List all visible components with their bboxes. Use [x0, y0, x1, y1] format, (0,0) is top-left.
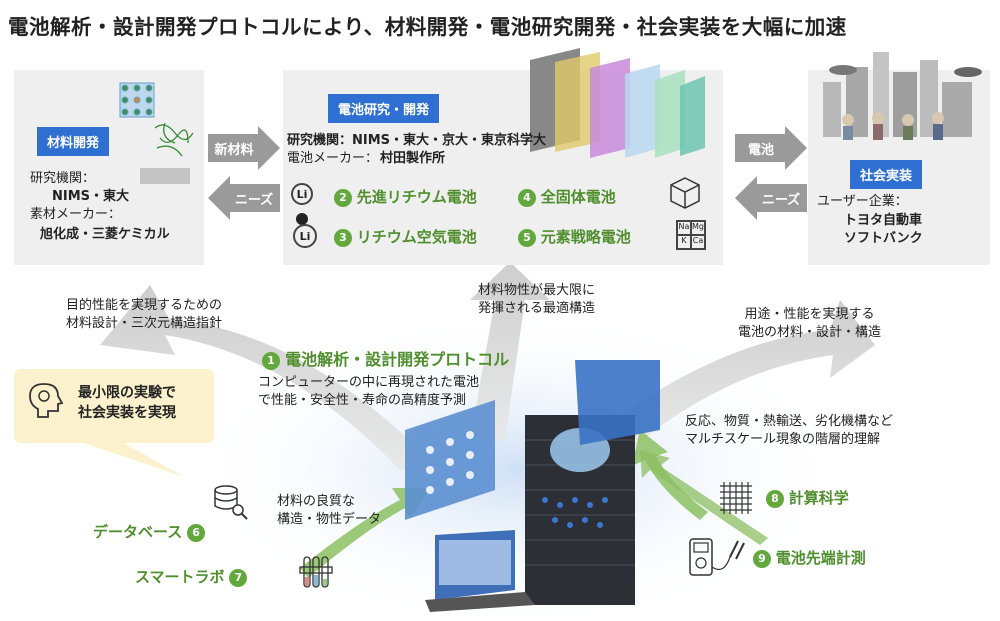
solid-state-cube-icon	[670, 177, 700, 209]
smart-lab-test-tubes-icon	[299, 556, 333, 588]
tool-computational-science: 8 計算科学	[766, 487, 849, 508]
battery-item-2: 2 先進リチウム電池	[334, 186, 477, 207]
materials-makers: 旭化成・三菱ケミカル	[40, 227, 170, 242]
battery-institutions: 研究機関：NIMS・東大・京大・東京科学大	[287, 133, 547, 148]
lithium-air-icon: Li	[293, 224, 317, 248]
protocol-heading: 1 電池解析・設計開発プロトコル	[262, 346, 509, 370]
oxygen-molecule-icon	[296, 213, 308, 225]
battery-cell-illustration	[530, 48, 705, 158]
multimeter-measurement-icon	[689, 538, 745, 576]
computational-grid-icon	[720, 482, 752, 514]
page-title: 電池解析・設計開発プロトコルにより、材料開発・電池研究開発・社会実装を大幅に加速	[8, 15, 847, 39]
database-search-icon	[214, 485, 248, 520]
new-material-arrowhead	[258, 126, 280, 170]
flow-center-text: 材料物性が最大限に発揮される最適構造	[478, 283, 596, 316]
battery-item-4: 4 全固体電池	[518, 186, 616, 207]
materials-institutions-label: 研究機関：	[30, 171, 96, 186]
protocol-description: コンピューターの中に再現された電池で性能・安全性・寿命の高精度予測	[258, 375, 480, 408]
materials-label: 材料開発	[37, 127, 110, 156]
lithium-icon: Li	[291, 183, 313, 205]
callout-bubble	[14, 369, 214, 477]
quality-data-text: 材料の良質な構造・物性データ	[277, 494, 382, 527]
new-material-arrow: 新材料	[208, 134, 260, 162]
tool-smart-lab: スマートラボ 7	[135, 566, 248, 587]
materials-panel	[14, 70, 204, 265]
callout-text: 最小限の実験で社会実装を実現	[78, 385, 176, 421]
battery-label: 電池研究・開発	[328, 94, 440, 123]
city-illustration	[823, 52, 982, 140]
society-user-toyota: トヨタ自動車	[844, 213, 923, 228]
computer-simulation-illustration	[405, 360, 660, 612]
material-structure-icon	[119, 82, 194, 184]
ai-head-idea-icon	[29, 383, 64, 418]
battery-arrow: 電池	[735, 134, 787, 162]
society-users-label: ユーザー企業：	[817, 194, 908, 209]
battery-item-5: 5 元素戦略電池	[518, 226, 631, 247]
needs-left-arrow: ニーズ	[228, 184, 280, 212]
needs-right-arrow: ニーズ	[755, 184, 807, 212]
periodic-elements-icon: Na Mg K Ca	[676, 220, 706, 250]
tool-database: データベース 6	[93, 521, 206, 542]
needs-left-arrowhead	[208, 176, 230, 220]
society-label: 社会実装	[850, 160, 923, 189]
battery-item-3: 3 リチウム空気電池	[334, 226, 477, 247]
needs-right-arrowhead	[735, 176, 757, 220]
flow-right-text: 用途・性能を実現する電池の材料・設計・構造	[738, 307, 882, 340]
materials-makers-label: 素材メーカー：	[30, 207, 122, 222]
society-user-softbank: ソフトバンク	[844, 231, 923, 246]
battery-makers: 村田製作所	[380, 151, 446, 166]
flow-left-text: 目的性能を実現するための材料設計・三次元構造指針	[66, 298, 223, 331]
battery-arrowhead	[785, 126, 807, 170]
tool-advanced-measurement: 9 電池先端計測	[753, 547, 866, 568]
battery-makers-label: 電池メーカー：	[287, 151, 379, 166]
hierarchy-text: 反応、物質・熱輸送、劣化機構などマルチスケール現象の階層的理解	[685, 414, 894, 447]
materials-institutions: NIMS・東大	[52, 189, 130, 204]
